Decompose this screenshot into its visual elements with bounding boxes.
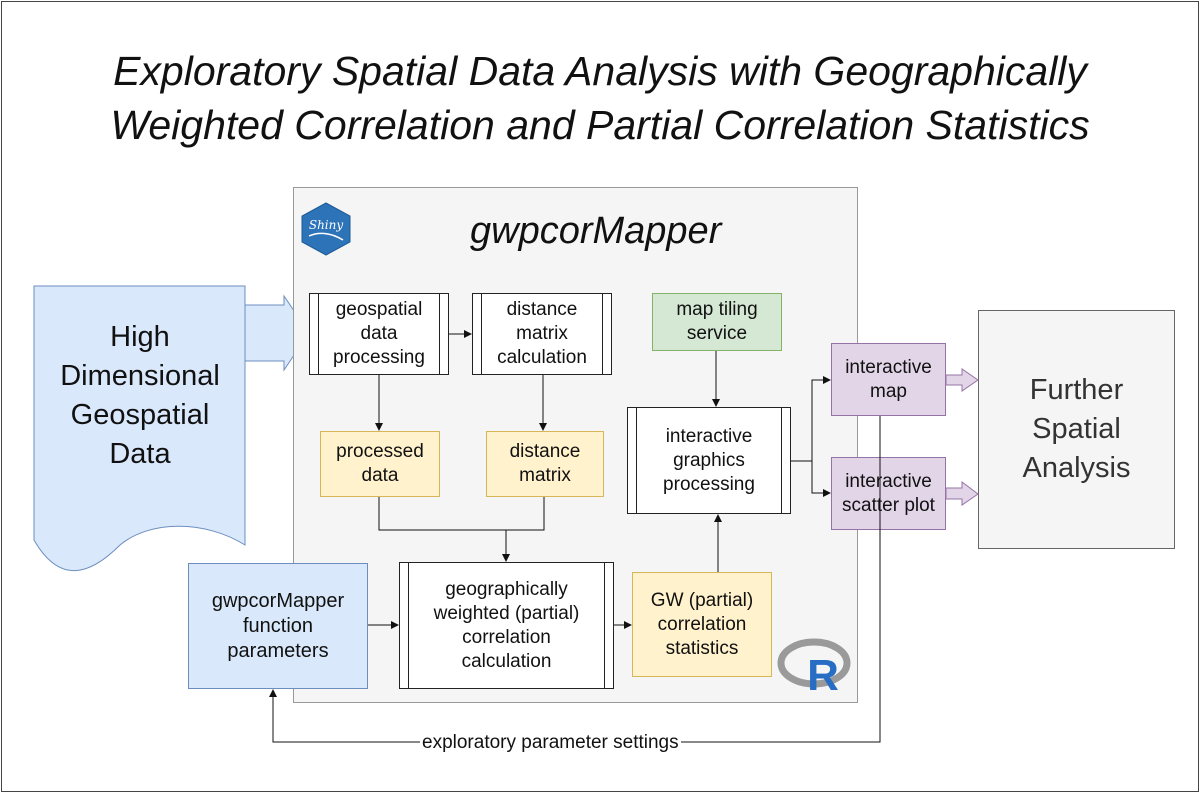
gw-calc-box: geographically weighted (partial) correl… xyxy=(399,562,614,689)
further-analysis-label: Further Spatial Analysis xyxy=(1022,374,1131,484)
gw-stats-label: GW (partial) correlation statistics xyxy=(650,589,754,659)
input-data-label: High Dimensional Geospatial Data xyxy=(60,321,220,470)
parameters-box: gwpcorMapper function parameters xyxy=(188,563,368,689)
graphics-processing-label: interactive graphics processing xyxy=(663,425,755,495)
edge-processed-to-gw xyxy=(378,497,506,531)
figure-title: Exploratory Spatial Data Analysis with G… xyxy=(0,44,1200,152)
geo-processing-label: geospatial data processing xyxy=(333,299,425,368)
feedback-label: exploratory parameter settings xyxy=(420,732,681,754)
distance-matrix-label: distance matrix xyxy=(509,441,581,486)
edge-feedback-loop xyxy=(269,416,881,743)
parameters-label: gwpcorMapper function parameters xyxy=(211,589,345,662)
svg-text:R: R xyxy=(807,651,839,700)
input-data-shape xyxy=(33,285,246,572)
edge-matrix-to-gw xyxy=(506,497,545,531)
shiny-logo-icon: Shiny xyxy=(301,202,351,256)
distance-calc-box: distance matrix calculation xyxy=(472,293,612,375)
app-title: gwpcorMapper xyxy=(470,210,722,252)
graphics-processing-box: interactive graphics processing xyxy=(627,407,791,514)
edge-graphics-to-map xyxy=(791,376,831,462)
further-analysis-box: Further Spatial Analysis xyxy=(978,310,1175,549)
gw-stats-box: GW (partial) correlation statistics xyxy=(632,572,772,677)
scatter-plot-box: interactive scatter plot xyxy=(831,457,946,530)
interactive-map-label: interactive map xyxy=(845,356,932,402)
processed-data-box: processed data xyxy=(320,431,440,497)
shiny-logo-text: Shiny xyxy=(309,218,344,232)
geo-processing-box: geospatial data processing xyxy=(309,293,449,375)
scatter-to-further-arrow xyxy=(945,481,979,506)
processed-data-label: processed data xyxy=(336,441,424,486)
map-tiling-box: map tiling service xyxy=(652,293,782,351)
map-tiling-label: map tiling service xyxy=(676,299,758,344)
distance-calc-label: distance matrix calculation xyxy=(497,299,587,368)
scatter-plot-label: interactive scatter plot xyxy=(842,470,935,516)
distance-matrix-box: distance matrix xyxy=(486,431,604,497)
title-line-2: Weighted Correlation and Partial Correla… xyxy=(110,102,1090,148)
gw-calc-label: geographically weighted (partial) correl… xyxy=(433,578,580,672)
title-line-1: Exploratory Spatial Data Analysis with G… xyxy=(113,48,1087,94)
edge-graphics-to-scatter xyxy=(811,461,831,497)
map-to-further-arrow xyxy=(945,368,979,392)
r-logo-icon: R xyxy=(777,638,851,700)
